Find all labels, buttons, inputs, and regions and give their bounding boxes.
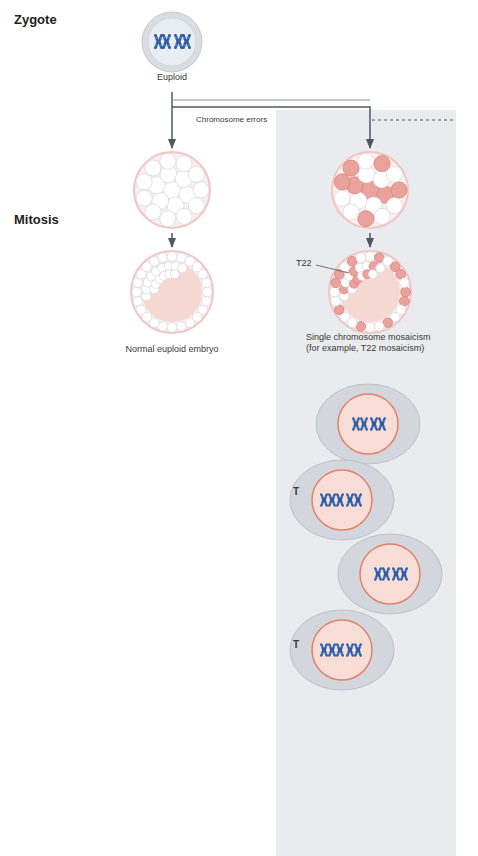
cell: [176, 156, 192, 172]
cell: [145, 204, 161, 220]
cell: [343, 204, 359, 220]
row-heading: Zygote: [14, 12, 57, 27]
cell: [178, 264, 187, 273]
blastocyst-outline: [131, 251, 411, 333]
cell: [136, 174, 152, 190]
cell: [188, 198, 204, 214]
cell: [391, 182, 407, 198]
cell-trisomic: [290, 610, 394, 690]
cell: [136, 190, 152, 206]
cell: [399, 296, 409, 306]
mosaic-panel: [276, 110, 456, 856]
cell: [145, 160, 161, 176]
cell: [133, 296, 143, 306]
cell: [343, 160, 359, 176]
cell: [399, 278, 409, 288]
cell: [167, 323, 177, 333]
cell: [401, 287, 411, 297]
caption-text: Normal euploid embryo: [102, 344, 242, 355]
arrow-label: Chromosome errors: [196, 115, 267, 124]
cell: [374, 253, 384, 263]
cell: [201, 278, 211, 288]
cell: [201, 296, 211, 306]
caption-text: Euploid: [122, 72, 222, 83]
cell: [185, 318, 195, 328]
morula-outline: [134, 152, 408, 228]
cell: [167, 252, 177, 262]
cell: [203, 287, 213, 297]
cell: [365, 323, 375, 333]
cell-trisomic: [290, 460, 394, 540]
cell: [383, 318, 393, 328]
cell: [347, 256, 357, 266]
cell: [374, 321, 384, 331]
cell: [374, 208, 390, 224]
cell: [193, 182, 209, 198]
cell: [374, 156, 390, 172]
cell: [358, 211, 374, 227]
embryo-node: Single chromosome mosaicism (for example…: [300, 248, 432, 357]
cell: [386, 166, 402, 182]
row-heading: Mitosis: [14, 212, 59, 227]
cell: [331, 278, 341, 288]
trisomy-mark: T: [293, 486, 299, 497]
cell: [176, 253, 186, 263]
cell: [376, 264, 385, 273]
leader-line: [316, 265, 349, 273]
cell: [356, 321, 366, 331]
cell: [368, 270, 377, 279]
cell: [334, 174, 350, 190]
cell: [160, 153, 176, 169]
callout-label: T22: [296, 258, 312, 268]
cell: [386, 198, 402, 214]
cell-euploid: [338, 534, 442, 614]
cell: [158, 253, 168, 263]
branch-arrows: [172, 92, 455, 247]
cell: [330, 287, 340, 297]
cell: [334, 190, 350, 206]
cell: [136, 305, 146, 315]
cell-node: Euploid: [122, 6, 222, 86]
cell: [132, 287, 142, 297]
cell: [331, 296, 341, 306]
embryo-node: Normal euploid embryo: [102, 248, 242, 358]
cell: [158, 321, 168, 331]
cell: [170, 270, 179, 279]
cell-euploid: [316, 384, 420, 464]
cell: [356, 253, 366, 263]
trisomy-mark: T: [293, 639, 299, 650]
cell: [133, 278, 143, 288]
zygote-cell: [142, 12, 202, 72]
embryo-cells: [132, 153, 411, 332]
cell: [160, 211, 176, 227]
cell: [334, 305, 344, 315]
cell: [396, 269, 406, 279]
cell: [365, 252, 375, 262]
cell: [358, 153, 374, 169]
cell: [176, 208, 192, 224]
cell: [176, 321, 186, 331]
caption-text: Single chromosome mosaicism (for example…: [300, 332, 432, 355]
cell: [198, 269, 208, 279]
cell: [149, 256, 159, 266]
cell: [188, 166, 204, 182]
